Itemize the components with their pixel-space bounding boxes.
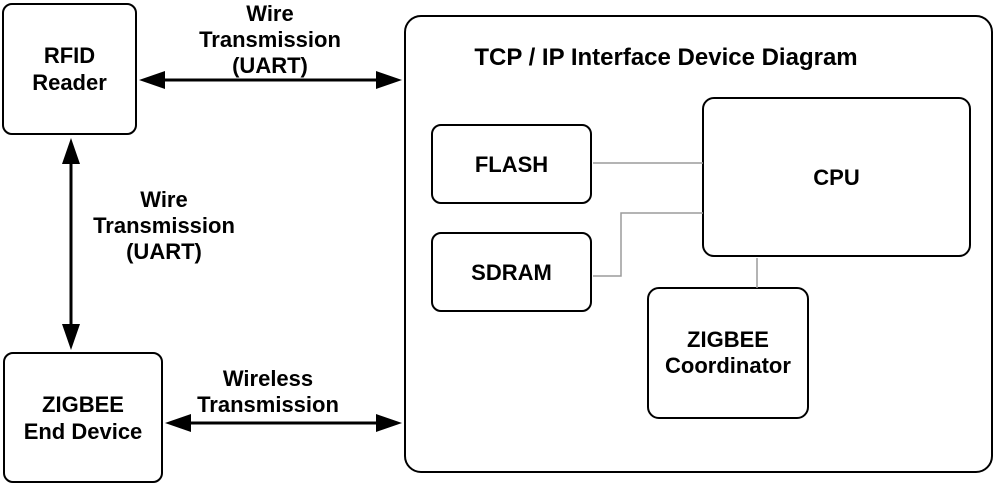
rfid-reader-node: RFID Reader (2, 3, 137, 135)
rfid-zigbee-end-double-arrow-icon (62, 138, 80, 350)
cpu-node: CPU (702, 97, 971, 257)
wireless-transmission-label: Wireless Transmission (197, 366, 339, 417)
wire-transmission-uart-top-label: Wire Transmission (UART) (199, 1, 341, 78)
tcpip-device-container: TCP / IP Interface Device Diagram FLASH … (404, 15, 993, 473)
diagram-title: TCP / IP Interface Device Diagram (474, 44, 858, 71)
wire-transmission-uart-mid-label: Wire Transmission (UART) (93, 187, 235, 264)
zigbee-end-device-node: ZIGBEE End Device (3, 352, 163, 483)
zigbee-coordinator-node: ZIGBEE Coordinator (647, 287, 809, 419)
sdram-node: SDRAM (431, 232, 592, 312)
flash-node: FLASH (431, 124, 592, 204)
